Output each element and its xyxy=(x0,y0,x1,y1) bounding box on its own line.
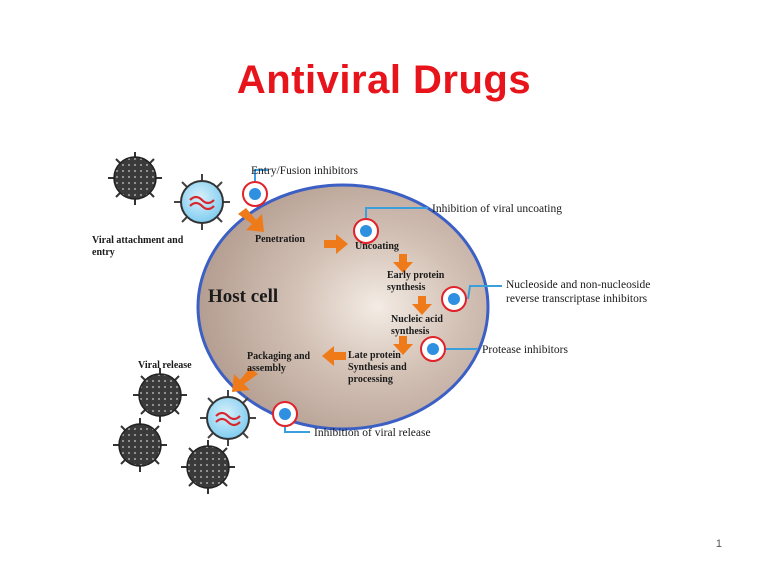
pointer-uncoating xyxy=(365,207,428,218)
pointer-entry xyxy=(254,169,268,181)
virus-particle-released xyxy=(200,390,256,446)
arrow-packaging xyxy=(322,346,346,366)
process-arrows xyxy=(232,208,432,392)
label-rt-inhibitors-line2: reverse transcriptase inhibitors xyxy=(506,293,648,305)
label-release-inhibition: Inhibition of viral release xyxy=(314,427,431,439)
virus-particle-dark-4 xyxy=(181,440,235,494)
label-early-protein-line1: Early protein xyxy=(387,270,445,281)
virus-particle-dark-1 xyxy=(108,152,162,205)
arrow-early-protein xyxy=(393,254,413,273)
label-penetration: Penetration xyxy=(255,234,305,245)
label-viral-release: Viral release xyxy=(138,360,192,371)
virus-particle-dark-2 xyxy=(133,368,187,422)
drug-marker-uncoating xyxy=(353,218,379,244)
label-packaging-line1: Packaging and xyxy=(247,351,311,362)
label-viral-attachment-line1: Viral attachment and xyxy=(92,235,184,246)
slide-title: Antiviral Drugs xyxy=(236,58,532,102)
arrow-release xyxy=(232,368,258,392)
label-nucleic-acid: Nucleic acid synthesis xyxy=(391,314,445,337)
label-uncoating-inhibition: Inhibition of viral uncoating xyxy=(432,203,562,215)
label-late-protein-line1: Late protein xyxy=(348,350,401,361)
drug-marker-rt xyxy=(441,286,467,312)
arrow-nucleic-acid xyxy=(412,296,432,315)
label-rt-inhibitors-line1: Nucleoside and non-nucleoside xyxy=(506,279,650,291)
label-entry-fusion-inhibitors: Entry/Fusion inhibitors xyxy=(251,165,359,177)
label-late-protein: Late protein Synthesis and processing xyxy=(348,350,409,385)
host-cell-label: Host cell xyxy=(208,286,278,307)
label-protease-inhibitors: Protease inhibitors xyxy=(482,344,568,356)
arrow-late-protein xyxy=(393,336,413,355)
arrow-entry xyxy=(238,208,264,232)
pointer-rt xyxy=(467,285,502,300)
drug-marker-entry xyxy=(242,181,268,207)
label-packaging-line2: assembly xyxy=(247,363,286,374)
label-nucleic-acid-line2: synthesis xyxy=(391,326,429,337)
arrow-uncoating xyxy=(324,234,348,254)
slide-number: 1 xyxy=(715,538,722,550)
label-early-protein-line2: synthesis xyxy=(387,282,425,293)
label-nucleic-acid-line1: Nucleic acid xyxy=(391,314,443,325)
drug-marker-protease xyxy=(420,336,446,362)
label-packaging: Packaging and assembly xyxy=(247,351,313,374)
label-viral-attachment: Viral attachment and entry xyxy=(92,235,186,258)
label-late-protein-line2: Synthesis and xyxy=(348,362,407,373)
host-cell xyxy=(196,183,490,431)
drug-marker-release xyxy=(272,401,298,427)
label-early-protein: Early protein synthesis xyxy=(387,270,447,293)
label-viral-attachment-line2: entry xyxy=(92,247,115,258)
label-uncoating: Uncoating xyxy=(355,241,399,252)
virus-particle-entering xyxy=(174,174,230,230)
label-late-protein-line3: processing xyxy=(348,374,393,385)
virus-particle-dark-3 xyxy=(113,418,167,472)
